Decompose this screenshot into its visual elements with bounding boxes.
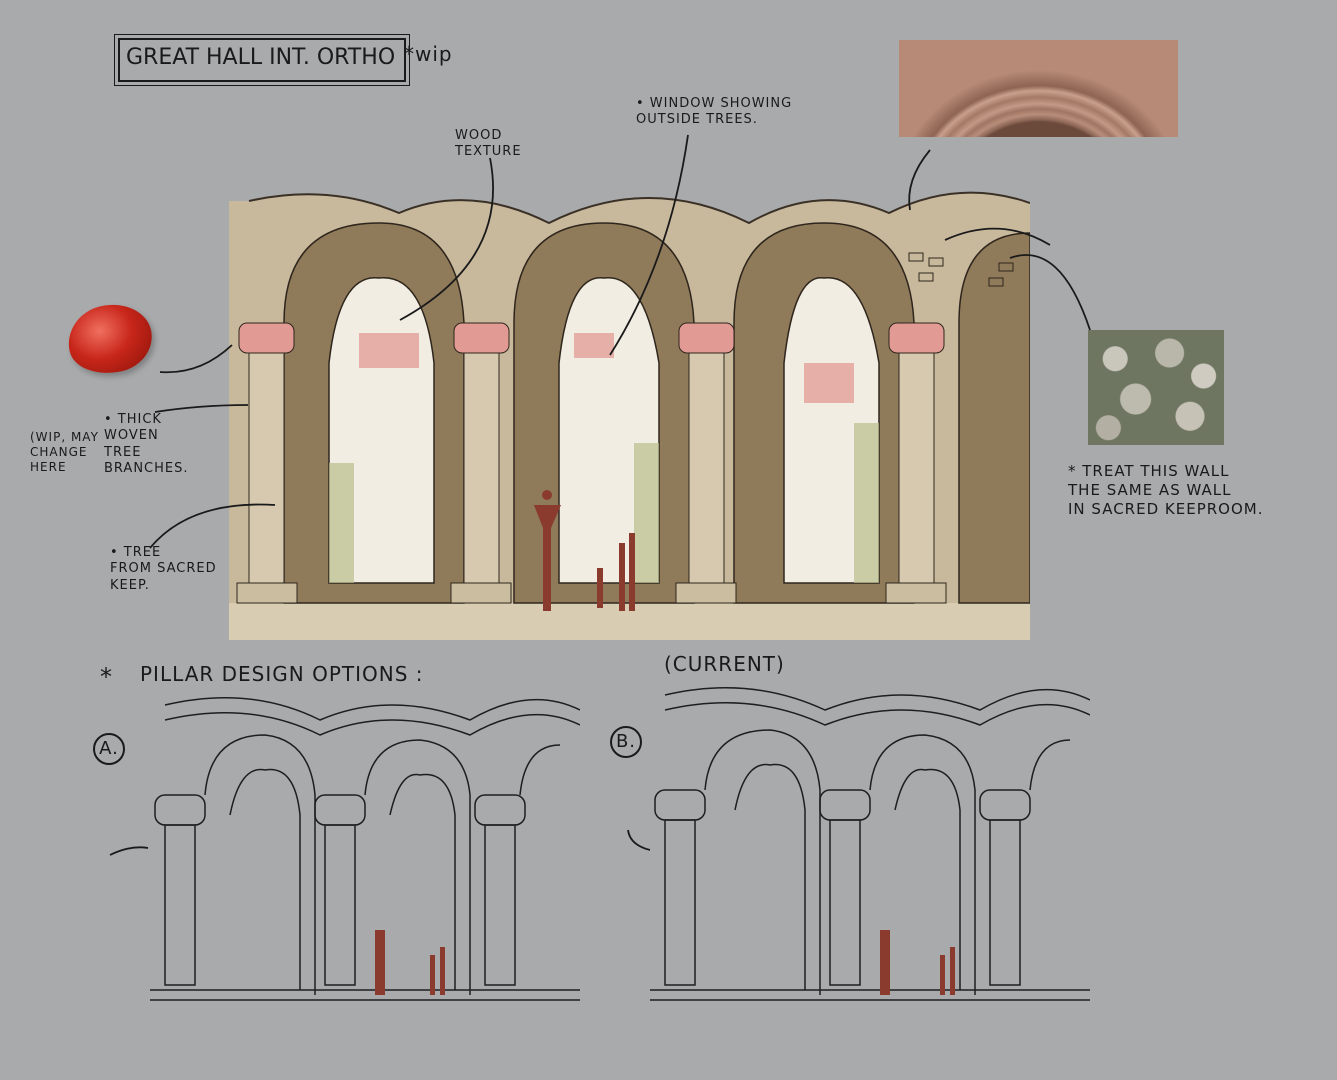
- window-note: • WINDOW SHOWING OUTSIDE TREES.: [636, 96, 793, 128]
- option-b-label: B.: [610, 726, 642, 758]
- woven-branches-note: • THICK WOVEN TREE BRANCHES.: [104, 412, 189, 476]
- treat-wall-note: * TREAT THIS WALL THE SAME AS WALL IN SA…: [1068, 462, 1264, 518]
- section-marker: *: [100, 663, 113, 691]
- pillar-option-a-drawing: [150, 685, 580, 1015]
- current-label: (CURRENT): [664, 652, 785, 676]
- pillar-option-b-drawing: [650, 675, 1090, 1015]
- pillar-options-heading: PILLAR DESIGN OPTIONS :: [140, 662, 424, 686]
- wip-change-note: (WIP, MAY CHANGE HERE: [30, 430, 99, 474]
- pillar-1: [236, 322, 298, 604]
- title-box: [114, 34, 410, 86]
- title-suffix: *WIP: [404, 42, 453, 66]
- page-title: GREAT HALL INT. ORTHO: [126, 45, 396, 70]
- stone-wall-reference-image: [1088, 330, 1224, 445]
- arch-reference-image: [899, 40, 1178, 137]
- option-a-label: A.: [93, 733, 125, 765]
- sacred-tree-note: • TREE FROM SACRED KEEP.: [110, 545, 217, 593]
- great-hall-color-concept: [229, 183, 1030, 640]
- wood-texture-note: WOOD TEXTURE: [455, 128, 522, 160]
